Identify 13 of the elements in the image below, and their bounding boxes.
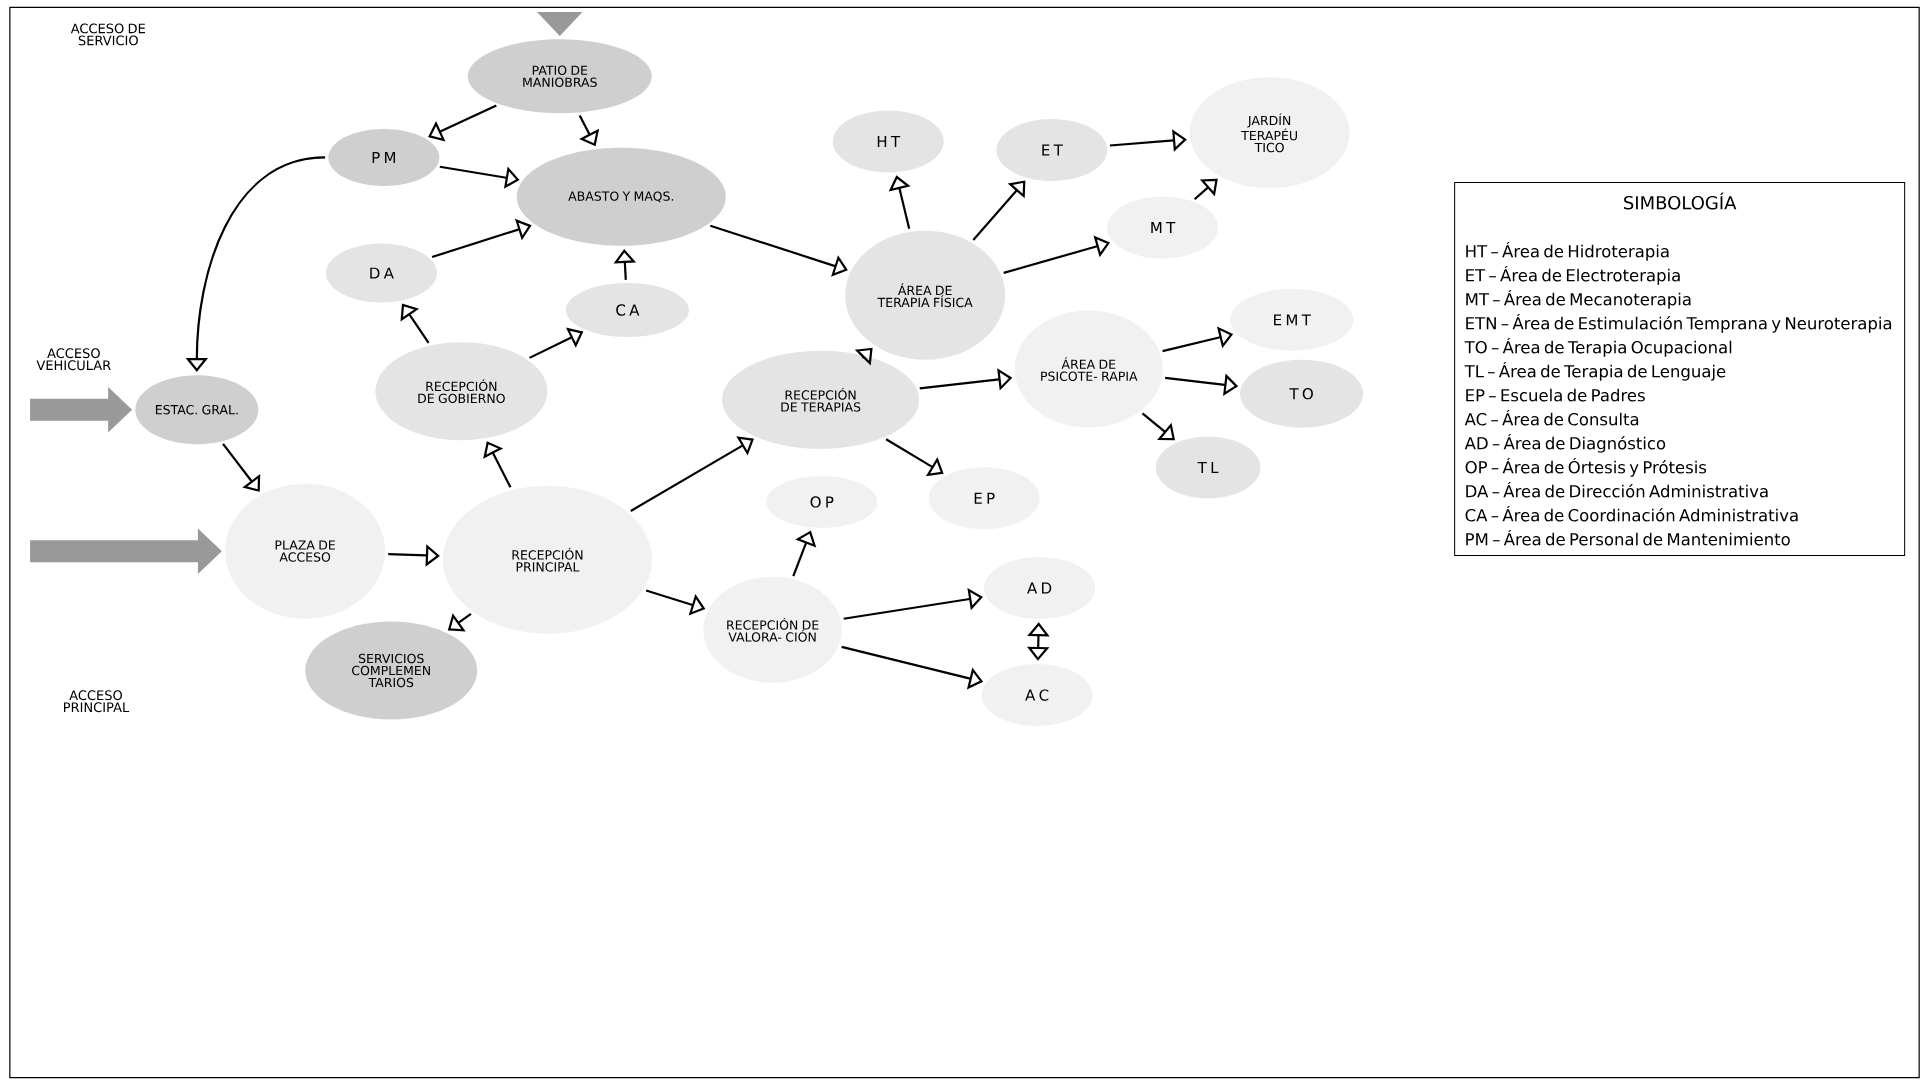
block-arrow xyxy=(972,180,1026,241)
access-label: ACCESO DE SERVICIO xyxy=(70,23,145,46)
block-arrow xyxy=(428,104,497,142)
access-label: ACCESO PRINCIPAL xyxy=(64,690,130,713)
legend-box: SIMBOLOGÍA HT – Área de Hidroterapia ET – Área de Electroterapia MT – Área de Mecanoterapia ETN – Área de Estimulación Temprana y Neuroterapia TO – Área de Terapia Ocupacional TL – Área de Terapia de Lenguaje EP – Escuela de Padres AC – Área de Consulta AD – Área de Diagnóstico OP – Área de Órtesis y Prótesis DA – Área de Dirección Administrativa CA – Área de Coordinación Administrativa PM – Área de Personal de Mantenimiento xyxy=(1454,182,1906,557)
block-arrow xyxy=(431,218,532,259)
block-arrow xyxy=(630,436,754,513)
block-arrow xyxy=(483,441,512,488)
access-label: ACCESO VEHICULAR xyxy=(36,348,111,371)
block-arrow xyxy=(843,588,983,620)
block-arrow xyxy=(1193,178,1218,201)
block-arrow xyxy=(222,443,261,492)
block-arrow xyxy=(885,438,944,477)
